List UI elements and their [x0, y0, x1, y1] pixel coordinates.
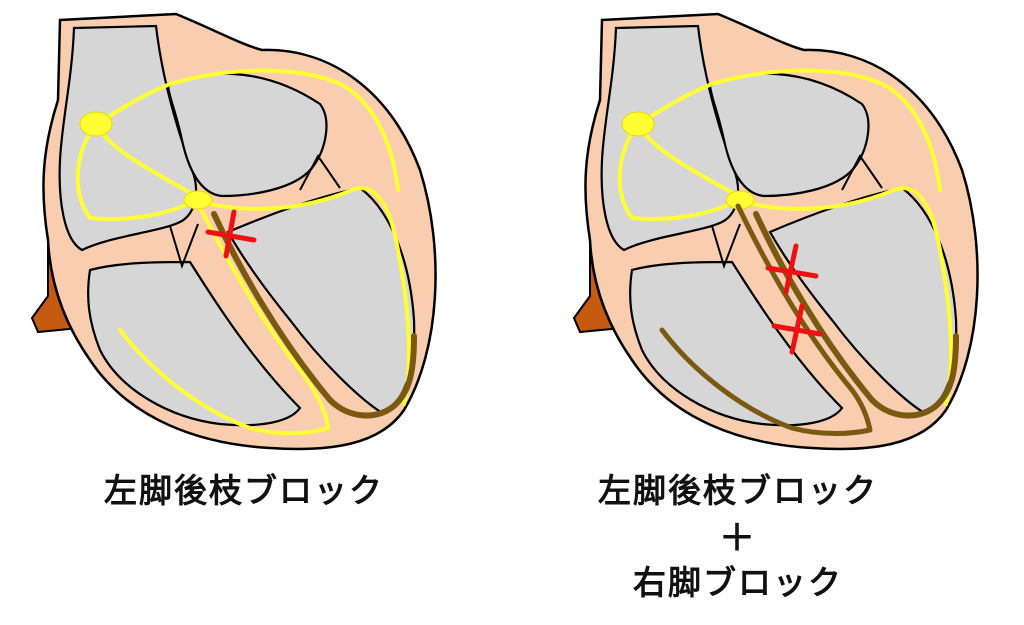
tricuspid-valve [169, 223, 199, 270]
right-bundle-blocked [659, 203, 873, 436]
block-mark-lower [771, 303, 823, 355]
left-posterior-fascicle-blocked [211, 211, 417, 419]
caption-plus-sign: ＋ [718, 518, 757, 559]
diagram-left-posterior-fascicular-and-right-bundle-block: 左脚後枝ブロック ＋ 右脚ブロック [512, 0, 1024, 625]
sa-node [621, 111, 655, 137]
mitral-valve [299, 154, 341, 191]
diagram-left-posterior-fascicular-block: 左脚後枝ブロック [30, 12, 437, 510]
left-atrium-chamber [166, 72, 328, 198]
mitral-valve [841, 154, 883, 191]
tricuspid-valve [711, 223, 741, 270]
caption-right-bundle-branch-block: 右脚ブロック [633, 563, 843, 602]
sa-node [79, 111, 113, 137]
block-mark-upper [765, 243, 819, 295]
block-mark [205, 209, 257, 259]
heart-illustration-right [572, 12, 979, 451]
caption-left-posterior-fascicular-block: 左脚後枝ブロック [104, 471, 384, 510]
right-atrium-chamber [58, 24, 198, 252]
caption-left-posterior-fascicular-block: 左脚後枝ブロック [598, 471, 878, 510]
heart-illustration-left [30, 12, 437, 451]
av-node [183, 190, 213, 210]
conduction-system [617, 68, 954, 406]
right-atrium-chamber [600, 24, 740, 252]
left-atrium-chamber [708, 72, 870, 198]
